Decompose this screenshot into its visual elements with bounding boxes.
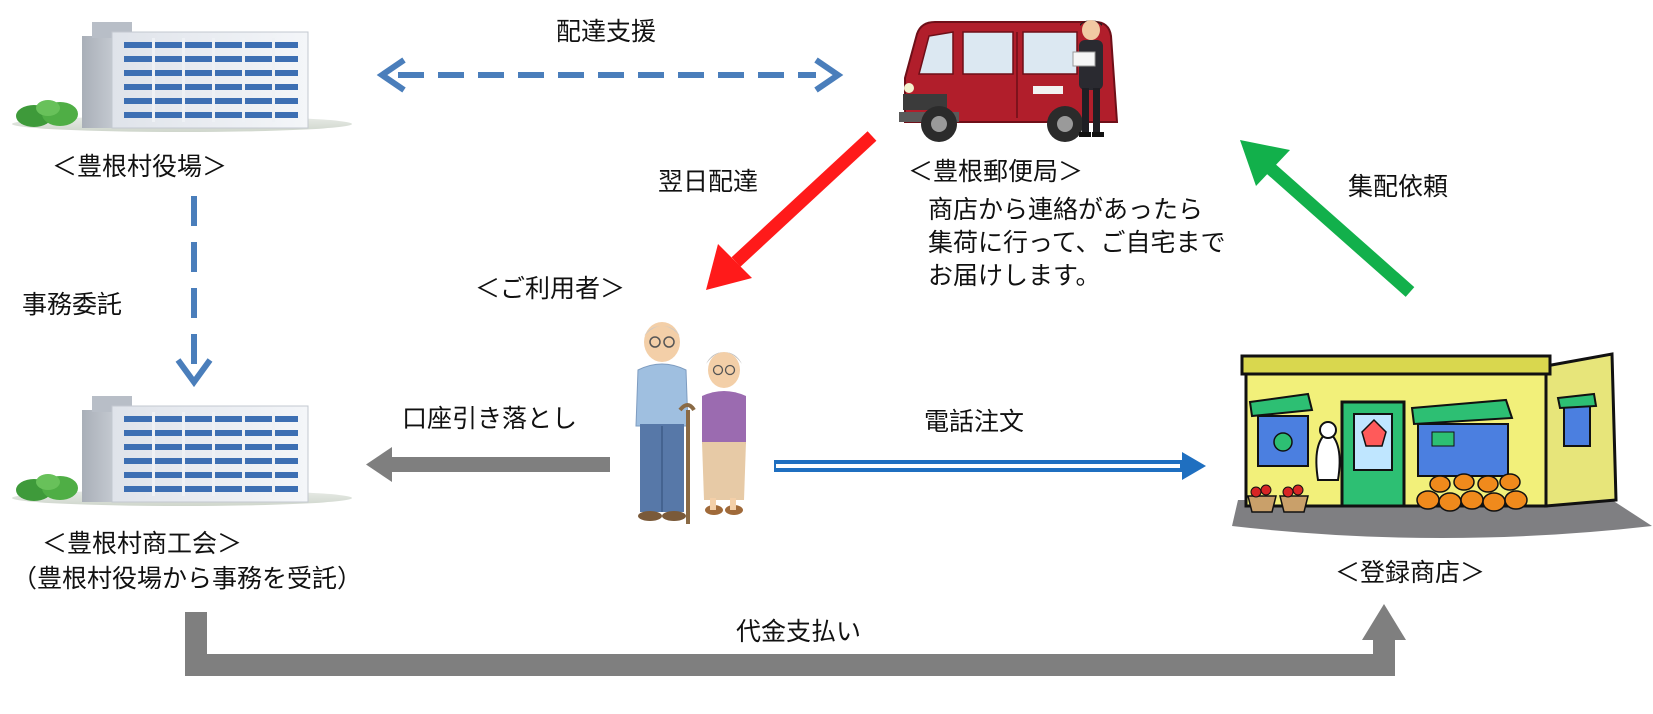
- outsourcing-label: 事務委託: [22, 290, 123, 319]
- elderly-couple-icon: [635, 322, 746, 524]
- pickup-request-label: 集配依頼: [1348, 172, 1449, 201]
- commerce-association-label: ＜豊根村商工会＞: [42, 529, 243, 558]
- payment-arrow: [185, 604, 1406, 676]
- post-office-description-line: 集荷に行って、ご自宅まで: [928, 228, 1226, 257]
- postal-van-icon: [899, 20, 1119, 142]
- account-debit-label: 口座引き落とし: [402, 404, 578, 433]
- storefront-icon: [1232, 352, 1652, 538]
- registered-store-label: ＜登録商店＞: [1335, 558, 1486, 587]
- users-label: ＜ご利用者＞: [475, 274, 626, 303]
- village-office-icon: [12, 22, 352, 132]
- village-office-label: ＜豊根村役場＞: [52, 152, 228, 181]
- next-day-delivery-label: 翌日配達: [658, 167, 759, 196]
- next-day-delivery-arrow: [706, 131, 877, 290]
- commerce-association-icon: [12, 396, 352, 506]
- commerce-association-sublabel: （豊根村役場から事務を受託）: [12, 564, 363, 593]
- delivery-support-arrow: [376, 57, 844, 93]
- post-office-description-line: 商店から連絡があったら: [928, 195, 1204, 224]
- payment-label: 代金支払い: [736, 617, 862, 646]
- phone-order-label: 電話注文: [924, 407, 1025, 436]
- account-debit-arrow: [366, 447, 610, 482]
- post-office-label: ＜豊根郵便局＞: [908, 157, 1084, 186]
- phone-order-arrow: [774, 452, 1206, 480]
- post-office-description-line: お届けします。: [928, 261, 1101, 290]
- delivery-support-label: 配達支援: [556, 17, 657, 46]
- post-office-description: 商店から連絡があったら 集荷に行って、ご自宅まで お届けします。: [928, 193, 1226, 292]
- outsourcing-arrow: [175, 196, 213, 388]
- pickup-request-arrow: [1240, 140, 1415, 297]
